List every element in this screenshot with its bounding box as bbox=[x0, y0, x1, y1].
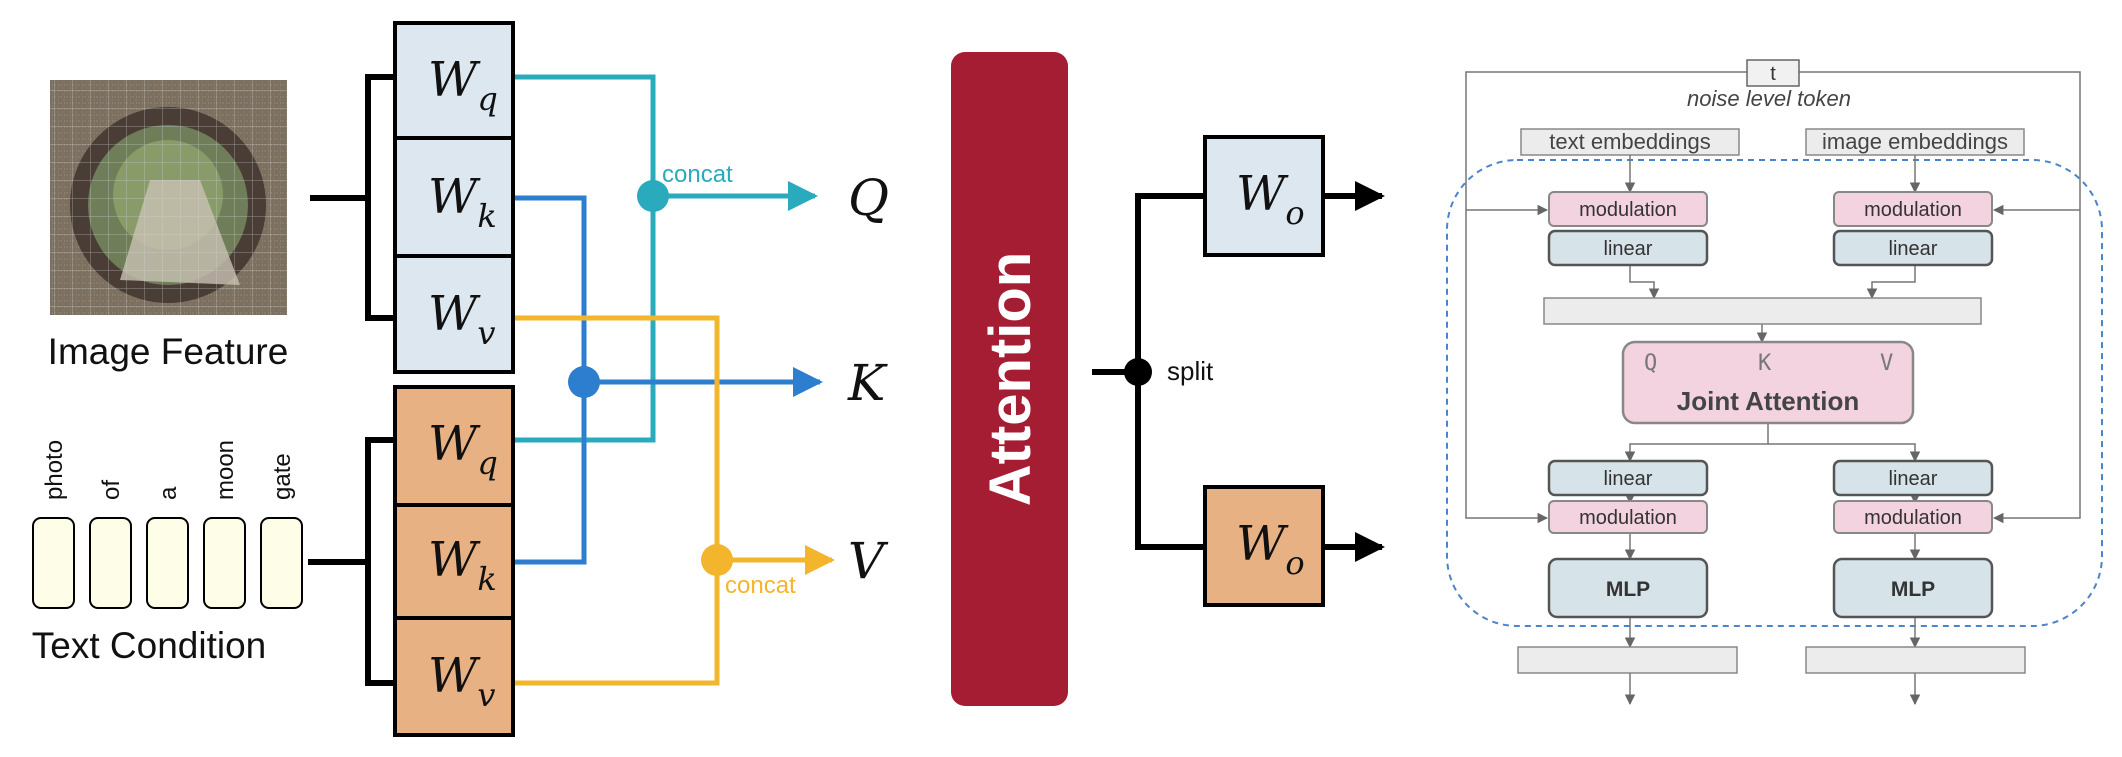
t-label: t bbox=[1770, 63, 1776, 85]
attention-block bbox=[951, 52, 1068, 706]
image-feature-thumbnail bbox=[50, 80, 287, 315]
concat-node-k bbox=[568, 366, 600, 398]
image-wq: Wq bbox=[428, 52, 498, 118]
output-v: V bbox=[848, 532, 889, 590]
text-condition-caption: Text Condition bbox=[32, 625, 266, 666]
linear-box bbox=[1832, 459, 1994, 497]
query-lines bbox=[510, 74, 818, 443]
token-label: gate bbox=[269, 453, 296, 500]
image-wv: Wv bbox=[428, 286, 495, 352]
concat-bar bbox=[1543, 297, 1982, 325]
linear-label: linear bbox=[1604, 238, 1653, 260]
modulation-label: modulation bbox=[1579, 199, 1677, 221]
value-lines bbox=[510, 315, 835, 686]
svg-text:Wq: Wq bbox=[428, 52, 498, 118]
image-wo-box bbox=[1203, 135, 1325, 257]
svg-text:Wk: Wk bbox=[428, 532, 497, 598]
noise-level-label: noise level token bbox=[1687, 86, 1851, 111]
image-wo: Wo bbox=[1236, 166, 1305, 232]
svg-text:Wo: Wo bbox=[1236, 166, 1305, 232]
modulation-label: modulation bbox=[1579, 507, 1677, 529]
text-wo-box bbox=[1203, 485, 1325, 607]
concat-label-v: concat bbox=[725, 572, 796, 599]
modulation-box bbox=[1548, 500, 1708, 534]
concat-node-q bbox=[637, 180, 669, 212]
token-label: moon bbox=[212, 440, 239, 500]
linear-box bbox=[1547, 459, 1709, 497]
split-node bbox=[1124, 358, 1152, 386]
modulation-label: modulation bbox=[1864, 507, 1962, 529]
text-embeddings-box bbox=[1520, 128, 1740, 156]
svg-text:Wq: Wq bbox=[428, 416, 498, 482]
output-k: K bbox=[847, 354, 888, 412]
svg-text:Wo: Wo bbox=[1236, 516, 1305, 582]
modulation-box bbox=[1833, 191, 1993, 227]
split-label: split bbox=[1167, 356, 1214, 386]
text-output-bar bbox=[1517, 646, 1738, 674]
token-box bbox=[89, 517, 132, 609]
svg-text:Wv: Wv bbox=[428, 648, 495, 714]
joint-attention-label: Joint Attention bbox=[1677, 386, 1859, 416]
image-wk: Wk bbox=[428, 169, 497, 235]
modulation-box bbox=[1833, 500, 1993, 534]
text-token-boxes bbox=[32, 517, 303, 609]
mlp-box bbox=[1832, 557, 1994, 619]
text-wv: Wv bbox=[428, 648, 495, 714]
joint-v: V bbox=[1880, 351, 1893, 376]
svg-text:Wk: Wk bbox=[428, 169, 497, 235]
mmdit-block: t noise level token text embeddings imag… bbox=[1446, 59, 2103, 706]
joint-attention-box bbox=[1621, 340, 1915, 425]
joint-k: K bbox=[1758, 351, 1772, 376]
linear-label: linear bbox=[1604, 468, 1653, 490]
text-projection-boxes bbox=[393, 385, 515, 737]
image-projection-boxes bbox=[393, 21, 515, 374]
output-q: Q bbox=[848, 169, 889, 227]
text-embeddings-label: text embeddings bbox=[1549, 129, 1710, 154]
text-wk: Wk bbox=[428, 532, 497, 598]
mlp-label: MLP bbox=[1606, 578, 1650, 601]
token-box bbox=[32, 517, 75, 609]
key-lines bbox=[510, 195, 823, 565]
concat-label-q: concat bbox=[662, 161, 733, 188]
image-embeddings-label: image embeddings bbox=[1822, 129, 2008, 154]
linear-label: linear bbox=[1889, 238, 1938, 260]
text-wo: Wo bbox=[1236, 516, 1305, 582]
token-label: a bbox=[155, 486, 182, 500]
concat-node-v bbox=[701, 544, 733, 576]
mlp-label: MLP bbox=[1891, 578, 1935, 601]
modulation-box bbox=[1548, 191, 1708, 227]
attention-label: Attention bbox=[978, 252, 1043, 507]
joint-q: Q bbox=[1644, 351, 1657, 376]
token-label: photo bbox=[41, 440, 68, 500]
text-wq: Wq bbox=[428, 416, 498, 482]
token-box bbox=[260, 517, 303, 609]
image-embeddings-box bbox=[1805, 128, 2025, 156]
token-box bbox=[146, 517, 189, 609]
token-label: of bbox=[98, 480, 125, 500]
linear-box bbox=[1547, 229, 1709, 267]
svg-text:Wv: Wv bbox=[428, 286, 495, 352]
modulation-label: modulation bbox=[1864, 199, 1962, 221]
image-output-bar bbox=[1805, 646, 2026, 674]
input-feed-lines bbox=[308, 74, 395, 686]
token-box bbox=[203, 517, 246, 609]
linear-label: linear bbox=[1889, 468, 1938, 490]
image-feature-caption: Image Feature bbox=[48, 331, 289, 372]
linear-box bbox=[1832, 229, 1994, 267]
mlp-box bbox=[1547, 557, 1709, 619]
